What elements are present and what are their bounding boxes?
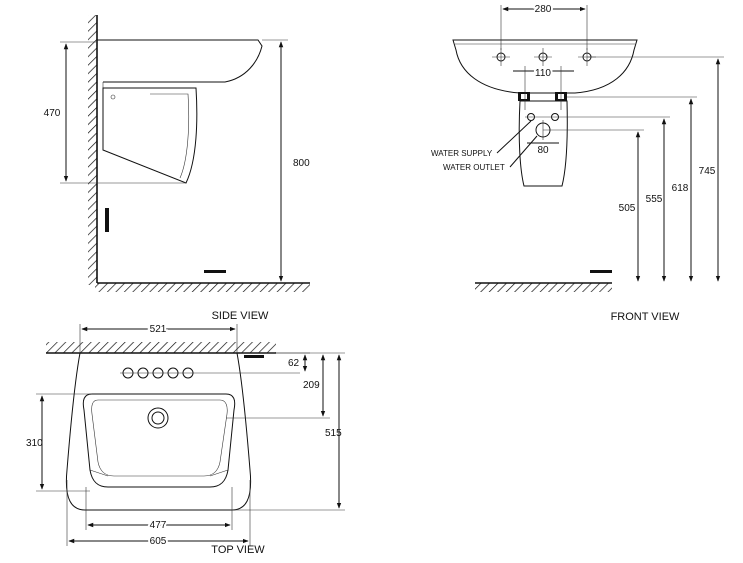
side-wall-hatch bbox=[88, 15, 97, 285]
front-dim-280: 280 bbox=[535, 4, 552, 15]
side-dim-470: 470 bbox=[44, 108, 61, 119]
top-dim-521: 521 bbox=[150, 324, 167, 335]
top-dim-310: 310 bbox=[26, 438, 43, 449]
top-view: 521 62 209 515 310 477 605 TOP VIEW bbox=[26, 322, 345, 556]
side-pedestal-outline bbox=[102, 87, 198, 184]
water-supply-label: WATER SUPPLY bbox=[431, 149, 493, 158]
front-dim-80: 80 bbox=[537, 145, 549, 156]
front-basin-outline bbox=[452, 39, 638, 94]
front-dim-618: 618 bbox=[672, 183, 689, 194]
front-dim-505: 505 bbox=[619, 203, 636, 214]
front-dim-555: 555 bbox=[646, 194, 663, 205]
side-view: 470 800 SIDE VIEW bbox=[44, 15, 310, 322]
front-view: 280 110 80 WATER SUPPLY WATER OUTLET 505… bbox=[431, 2, 724, 323]
front-pedestal-outline bbox=[518, 100, 568, 187]
drain-inner-icon bbox=[151, 411, 165, 425]
front-floor-hatch bbox=[475, 283, 612, 292]
front-dim-110: 110 bbox=[535, 68, 551, 79]
side-dim-800: 800 bbox=[293, 158, 310, 169]
top-dim-209: 209 bbox=[303, 380, 320, 391]
front-view-label: FRONT VIEW bbox=[611, 311, 680, 323]
top-dim-605: 605 bbox=[150, 536, 167, 547]
top-dim-515: 515 bbox=[325, 428, 342, 439]
side-view-label: SIDE VIEW bbox=[212, 310, 269, 322]
side-basin-outline bbox=[97, 39, 263, 83]
top-dim-62: 62 bbox=[288, 358, 300, 369]
top-view-label: TOP VIEW bbox=[211, 544, 265, 556]
top-basin-inner bbox=[82, 393, 236, 488]
top-wall-hatch bbox=[46, 342, 276, 353]
top-dim-477: 477 bbox=[150, 520, 167, 531]
side-floor-hatch bbox=[95, 283, 310, 292]
drain-outer-icon bbox=[147, 407, 169, 429]
front-dim-745: 745 bbox=[699, 166, 716, 177]
water-outlet-label: WATER OUTLET bbox=[443, 163, 505, 172]
